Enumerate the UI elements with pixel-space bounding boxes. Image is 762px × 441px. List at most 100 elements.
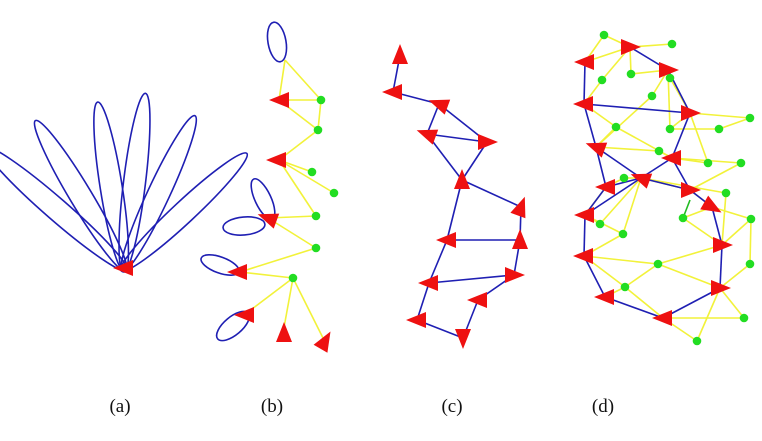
red-triangle-node — [630, 173, 653, 189]
green-circle-node — [678, 213, 688, 223]
blue-edge — [428, 239, 448, 284]
red-triangle-node — [266, 152, 286, 168]
red-triangle-node — [711, 280, 731, 296]
blue-edge — [583, 255, 606, 298]
caption-c: (c) — [441, 396, 463, 417]
panel-b-graph — [200, 21, 339, 353]
yellow-edge — [749, 218, 752, 265]
blue-edge — [604, 296, 664, 319]
red-triangle-node — [574, 207, 594, 223]
blue-edge — [426, 133, 488, 143]
red-triangle-node — [510, 196, 526, 219]
yellow-edge — [239, 247, 317, 273]
red-triangle-node — [257, 213, 280, 229]
blue-edge — [583, 103, 691, 114]
yellow-edge — [689, 112, 751, 119]
red-triangle-node — [416, 129, 439, 145]
yellow-edge — [595, 95, 653, 148]
yellow-edge — [721, 218, 752, 246]
green-circle-node — [620, 282, 630, 292]
red-triangle-node — [227, 264, 247, 280]
yellow-edge — [624, 286, 664, 319]
green-circle-node — [599, 30, 609, 40]
green-circle-node — [653, 259, 663, 269]
yellow-edge — [599, 177, 642, 225]
red-triangle-node — [621, 39, 641, 55]
green-circle-node — [667, 39, 677, 49]
panel-d-graph — [573, 30, 756, 346]
yellow-edge — [689, 162, 742, 191]
yellow-edge — [615, 126, 673, 159]
green-circle-node — [307, 167, 317, 177]
yellow-edge — [622, 177, 642, 235]
blue-edge — [446, 179, 463, 241]
red-triangle-node — [478, 134, 498, 150]
red-triangle-node — [681, 105, 701, 121]
self-loop-edge — [118, 92, 151, 273]
red-triangle-node — [455, 329, 471, 349]
yellow-edge — [583, 255, 659, 265]
red-triangle-node — [436, 232, 456, 248]
red-triangle-node — [713, 237, 733, 253]
yellow-edge — [292, 277, 326, 343]
red-triangle-node — [113, 260, 133, 276]
blue-edge — [461, 179, 522, 208]
yellow-edge — [239, 271, 294, 279]
blue-edge — [583, 61, 586, 105]
yellow-edge — [689, 112, 709, 164]
green-circle-node — [288, 273, 298, 283]
blue-edge — [416, 282, 430, 321]
blue-edge — [426, 103, 440, 135]
red-triangle-node — [652, 310, 672, 326]
green-circle-node — [313, 125, 323, 135]
yellow-edge — [595, 146, 660, 152]
self-loop-edge — [266, 21, 288, 63]
yellow-edge — [721, 192, 727, 246]
blue-edge — [711, 206, 723, 246]
red-triangle-node — [594, 289, 614, 305]
red-triangle-node — [467, 292, 487, 308]
blue-edge — [583, 103, 597, 148]
red-triangle-node — [512, 229, 528, 249]
green-circle-node — [626, 69, 636, 79]
yellow-edge — [278, 59, 286, 101]
green-circle-node — [736, 158, 746, 168]
yellow-edge — [657, 244, 723, 265]
green-circle-node — [329, 188, 339, 198]
yellow-edge — [719, 263, 751, 289]
yellow-edge — [317, 99, 322, 131]
green-circle-node — [619, 173, 629, 183]
blue-edge — [719, 244, 723, 289]
red-triangle-node — [681, 182, 701, 198]
green-circle-node — [647, 91, 657, 101]
blue-edge — [671, 112, 691, 159]
green-circle-node — [692, 336, 702, 346]
red-triangle-node — [406, 312, 426, 328]
self-loop-edge — [222, 216, 266, 236]
caption-d: (d) — [591, 396, 615, 417]
self-loop-edge — [0, 145, 129, 272]
red-triangle-node — [661, 150, 681, 166]
blue-edge — [584, 177, 642, 216]
caption-a: (a) — [109, 396, 131, 417]
green-circle-node — [665, 73, 675, 83]
red-triangle-node — [505, 267, 525, 283]
red-triangle-node — [392, 44, 408, 64]
blue-edge — [461, 141, 488, 181]
green-circle-node — [721, 188, 731, 198]
yellow-edge — [284, 59, 322, 101]
green-circle-node — [745, 113, 755, 123]
green-circle-node — [714, 124, 724, 134]
red-triangle-node — [454, 169, 470, 189]
yellow-edge — [267, 217, 317, 249]
red-triangle-node — [573, 96, 593, 112]
blue-edge — [662, 287, 721, 319]
red-triangle-node — [234, 307, 254, 323]
caption-b: (b) — [260, 396, 284, 417]
red-triangle-node — [573, 248, 593, 264]
yellow-edge — [624, 263, 659, 288]
yellow-edge — [657, 263, 721, 289]
yellow-edge — [718, 117, 751, 130]
blue-edge — [583, 214, 586, 257]
